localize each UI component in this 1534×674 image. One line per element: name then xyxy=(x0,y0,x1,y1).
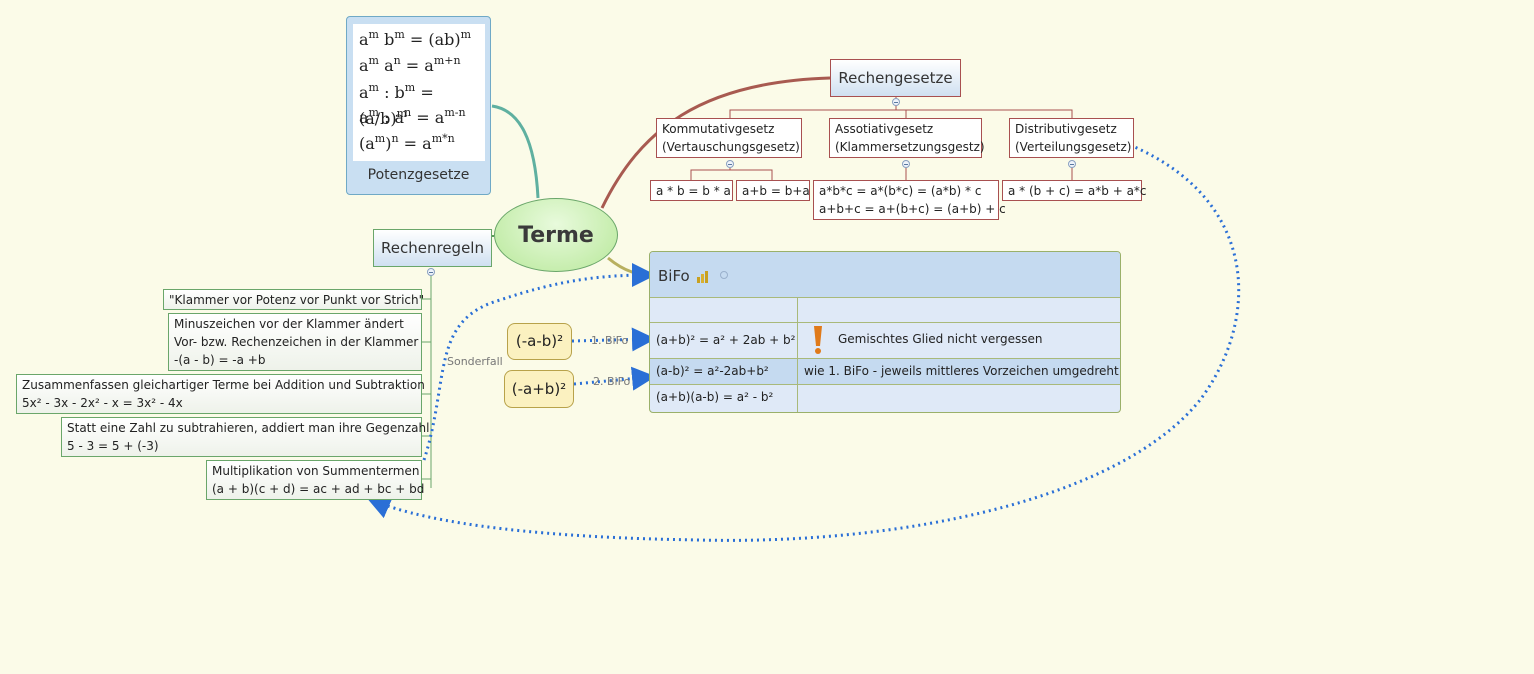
distributiv-example[interactable]: a * (b + c) = a*b + a*c xyxy=(1002,180,1147,201)
potenzgesetze-node[interactable]: am bm = (ab)m am an = am+n am : bm = (a/… xyxy=(346,16,491,195)
regel-text: Zusammenfassen gleichartiger Terme bei A… xyxy=(22,378,425,392)
rechenregeln-label: Rechenregeln xyxy=(381,239,484,257)
kommutativ-example-add[interactable]: a+b = b+a xyxy=(736,180,810,201)
regel-text: Vor- bzw. Rechenzeichen in der Klammer xyxy=(174,335,419,349)
distributiv-subtitle: (Verteilungsgesetz) xyxy=(1015,140,1132,154)
pill-label: (-a-b)² xyxy=(515,332,564,350)
pill-minus-a-minus-b[interactable]: (-a-b)² xyxy=(507,323,572,360)
formula-row: am : bm = (a/b)m xyxy=(359,81,434,128)
regel-example: 5 - 3 = 5 + (-3) xyxy=(67,439,159,453)
kommutativgesetz-node[interactable]: Kommutativgesetz (Vertauschungsgesetz) xyxy=(656,118,802,158)
link-label-2-bifo: 2. BiFo xyxy=(593,375,631,388)
chart-icon xyxy=(696,269,710,283)
regel-gegenzahl[interactable]: Statt eine Zahl zu subtrahieren, addiert… xyxy=(61,417,430,457)
bifo-note-1: Gemischtes Glied nicht vergessen xyxy=(838,332,1043,346)
regel-minuszeichen[interactable]: Minuszeichen vor der Klammer ändert Vor-… xyxy=(168,313,422,371)
regel-example: (a + b)(c + d) = ac + ad + bc + bd xyxy=(212,482,425,496)
central-topic-terme[interactable]: Terme xyxy=(494,198,618,272)
pill-minus-a-plus-b[interactable]: (-a+b)² xyxy=(504,370,574,408)
regel-text: Statt eine Zahl zu subtrahieren, addiert… xyxy=(67,421,430,435)
kommutativ-subtitle: (Vertauschungsgesetz) xyxy=(662,140,800,154)
bifo-note-2: wie 1. BiFo - jeweils mittleres Vorzeich… xyxy=(804,364,1119,378)
bifo-formula-2: (a-b)² = a²-2ab+b² xyxy=(656,364,769,378)
regel-example: -(a - b) = -a +b xyxy=(174,353,266,367)
assoziativ-example-add: a+b+c = a+(b+c) = (a+b) + c xyxy=(819,202,1006,216)
bifo-header xyxy=(650,252,1120,297)
bifo-node[interactable]: BiFo (a+b)² = a² + 2ab + b² Gemischtes G… xyxy=(649,251,1121,413)
kommutativ-title: Kommutativgesetz xyxy=(662,122,775,136)
assoziativ-examples[interactable]: a*b*c = a*(b*c) = (a*b) * c a+b+c = a+(b… xyxy=(813,180,1006,220)
assoziativ-title: Assotiativgesetz xyxy=(835,122,934,136)
potenzgesetze-formula-box: am bm = (ab)m am an = am+n am : bm = (a/… xyxy=(353,24,485,161)
assoziativ-subtitle: (Klammersetzungsgestz) xyxy=(835,140,985,154)
exclamation-icon xyxy=(810,324,826,356)
kommutativ-example-mult[interactable]: a * b = b * a xyxy=(650,180,733,201)
regel-text: Multiplikation von Summentermen xyxy=(212,464,420,478)
regel-text: "Klammer vor Potenz vor Punkt vor Strich… xyxy=(169,293,425,307)
distributiv-title: Distributivgesetz xyxy=(1015,122,1117,136)
table-row-highlight xyxy=(650,359,1120,384)
pill-label: (-a+b)² xyxy=(511,380,567,398)
bifo-formula-1: (a+b)² = a² + 2ab + b² xyxy=(656,333,796,347)
collapse-icon[interactable] xyxy=(720,271,728,279)
potenzgesetze-label: Potenzgesetze xyxy=(367,167,470,183)
rechengesetze-label: Rechengesetze xyxy=(838,69,953,87)
bifo-title: BiFo xyxy=(658,267,690,285)
regel-summenterme[interactable]: Multiplikation von Summentermen (a + b)(… xyxy=(206,460,425,500)
distributivgesetz-node[interactable]: Distributivgesetz (Verteilungsgesetz) xyxy=(1009,118,1134,158)
assoziativgesetz-node[interactable]: Assotiativgesetz (Klammersetzungsgestz) xyxy=(829,118,985,158)
formula-row: am : an = am-n xyxy=(359,106,466,127)
assoziativ-example-mult: a*b*c = a*(b*c) = (a*b) * c xyxy=(819,184,982,198)
rechengesetze-node[interactable]: Rechengesetze xyxy=(830,59,961,97)
formula-row: am an = am+n xyxy=(359,54,461,75)
rechenregeln-node[interactable]: Rechenregeln xyxy=(373,229,492,267)
sonderfall-label: Sonderfall xyxy=(447,355,503,368)
link-label-1-bifo: 1. BiFo xyxy=(591,334,629,347)
bifo-formula-3: (a+b)(a-b) = a² - b² xyxy=(656,390,774,404)
regel-zusammenfassen[interactable]: Zusammenfassen gleichartiger Terme bei A… xyxy=(16,374,425,414)
central-topic-label: Terme xyxy=(518,223,594,248)
collapse-toggle[interactable] xyxy=(892,98,900,106)
collapse-toggle[interactable] xyxy=(902,160,910,168)
formula-row: am bm = (ab)m xyxy=(359,28,472,49)
collapse-toggle[interactable] xyxy=(726,160,734,168)
collapse-toggle[interactable] xyxy=(427,268,435,276)
formula-row: (am)n = am*n xyxy=(359,132,455,153)
regel-example: 5x² - 3x - 2x² - x = 3x² - 4x xyxy=(22,396,183,410)
collapse-toggle[interactable] xyxy=(1068,160,1076,168)
regel-text: Minuszeichen vor der Klammer ändert xyxy=(174,317,404,331)
regel-klammer-potenz[interactable]: "Klammer vor Potenz vor Punkt vor Strich… xyxy=(163,289,425,310)
